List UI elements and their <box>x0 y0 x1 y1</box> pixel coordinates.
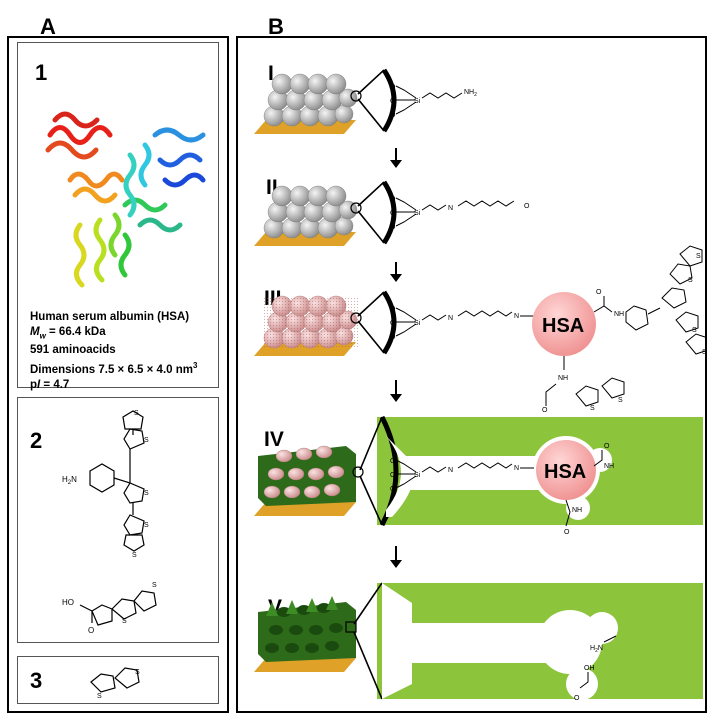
panel-a3-box <box>17 656 219 704</box>
svg-text:O: O <box>390 334 396 341</box>
step-5-stack <box>254 596 356 672</box>
svg-text:S: S <box>688 277 693 284</box>
svg-text:S: S <box>144 437 149 444</box>
panel-b-diagram: O O O Si NH2 O O O Si N O <box>254 68 707 702</box>
svg-text:N: N <box>448 205 453 212</box>
hsa-sphere-4 <box>536 440 596 500</box>
step-1-stack <box>254 73 358 134</box>
hsa-label-4: HSA <box>544 461 586 483</box>
svg-text:S: S <box>692 327 697 334</box>
hsa-aminoacids: 591 aminoacids <box>30 344 116 357</box>
step-4-label: IV <box>264 428 284 451</box>
svg-text:O: O <box>390 112 396 119</box>
svg-text:O: O <box>390 306 396 313</box>
panel-a-letter: A <box>40 14 56 39</box>
step-4-stack <box>254 445 356 516</box>
thiophene-substituents-3 <box>575 245 707 407</box>
panel-a-frame <box>7 36 229 713</box>
svg-text:O: O <box>390 196 396 203</box>
svg-text:S: S <box>97 693 102 700</box>
svg-text:O: O <box>390 458 396 465</box>
amine-label-2a: H2N <box>62 475 77 486</box>
hsa-name: Human serum albumin (HSA) <box>30 311 190 323</box>
hsa-pi: pI = 4.7 <box>30 379 70 392</box>
svg-text:S: S <box>132 552 137 559</box>
svg-text:S: S <box>144 490 149 497</box>
svg-text:S: S <box>590 405 595 412</box>
svg-text:O: O <box>390 224 396 231</box>
panel-b-frame <box>236 36 707 713</box>
molecule-2b: HO O S S <box>62 582 157 635</box>
molecule-2a: H2N S S S S S <box>62 410 149 559</box>
hsa-dimensions: Dimensions 7.5 × 6.5 × 4.0 nm3 <box>30 361 198 377</box>
svg-text:Si: Si <box>414 320 421 327</box>
svg-text:O: O <box>604 443 610 450</box>
svg-text:Si: Si <box>414 98 421 105</box>
hsa-ribbon-structure <box>45 111 206 288</box>
hsa-properties: Human serum albumin (HSA) Mw = 66.4 kDa … <box>30 310 197 393</box>
carboxyl-label-2b: HO <box>62 598 74 607</box>
svg-text:NH: NH <box>572 507 582 514</box>
svg-text:S: S <box>702 349 707 356</box>
svg-text:Si: Si <box>414 472 421 479</box>
svg-text:O: O <box>390 98 396 105</box>
svg-text:N: N <box>514 465 519 472</box>
item-1-number: 1 <box>35 60 48 85</box>
step-2-label: II <box>266 176 278 199</box>
svg-text:O: O <box>564 529 570 536</box>
svg-text:S: S <box>134 410 139 417</box>
svg-text:O: O <box>596 289 602 296</box>
svg-text:O: O <box>88 626 94 635</box>
hsa-label-3: HSA <box>542 315 584 337</box>
step-2-stack <box>254 185 358 246</box>
svg-text:OH: OH <box>584 665 595 672</box>
svg-text:N: N <box>514 313 519 320</box>
panel-a1-box <box>17 42 219 388</box>
svg-text:NH: NH <box>604 463 614 470</box>
svg-text:H2N: H2N <box>590 645 603 654</box>
molecule-3: S S <box>90 667 140 700</box>
item-2-number: 2 <box>30 428 43 453</box>
hsa-mw: Mw = 66.4 kDa <box>30 326 106 341</box>
svg-text:S: S <box>144 522 149 529</box>
svg-text:O: O <box>574 695 580 702</box>
svg-text:S: S <box>152 582 157 589</box>
svg-text:O: O <box>390 210 396 217</box>
svg-text:S: S <box>696 253 701 260</box>
svg-text:NH: NH <box>558 375 568 382</box>
svg-text:O: O <box>524 203 530 210</box>
svg-text:O: O <box>390 320 396 327</box>
hsa-sphere-3 <box>532 292 596 356</box>
svg-text:Si: Si <box>414 210 421 217</box>
item-3-number: 3 <box>30 668 43 693</box>
svg-text:S: S <box>618 397 623 404</box>
step-3-stack <box>254 295 359 356</box>
svg-text:NH: NH <box>614 311 624 318</box>
step-1-label: I <box>268 62 274 85</box>
svg-text:O: O <box>390 84 396 91</box>
svg-text:NH2: NH2 <box>464 89 477 98</box>
panel-a2-box <box>17 397 219 643</box>
svg-text:N: N <box>448 467 453 474</box>
svg-text:S: S <box>122 618 127 625</box>
svg-text:N: N <box>448 315 453 322</box>
panel-b-letter: B <box>268 14 284 39</box>
svg-text:O: O <box>542 407 548 414</box>
svg-text:O: O <box>390 486 396 493</box>
svg-text:S: S <box>135 669 140 676</box>
svg-text:O: O <box>390 472 396 479</box>
